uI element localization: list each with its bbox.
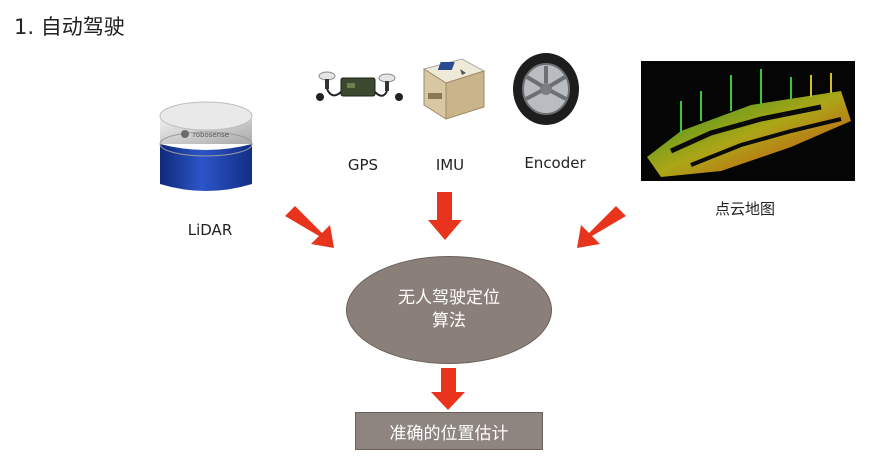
result-label: 准确的位置估计 [389,423,509,444]
gps-image [316,71,403,101]
arrow-algorithm-to-result [431,368,465,410]
lidar-image: robosense [159,101,253,191]
localization-algorithm-node: 无人驾驶定位 算法 [346,256,552,364]
page-title: 1. 自动驾驶 [14,15,125,39]
arrow-map-to-algorithm [577,206,626,248]
gps-label: GPS [347,156,379,174]
arrow-imu-to-algorithm [428,192,462,240]
lidar-brand-text: robosense [193,131,229,139]
imu-label: IMU [435,156,465,174]
pointcloud-map-image [641,61,855,181]
position-estimate-box: 准确的位置估计 [355,412,543,450]
pointcloud-map-label: 点云地图 [714,200,775,218]
encoder-label: Encoder [524,154,586,172]
algorithm-line2: 算法 [432,311,466,331]
lidar-label: LiDAR [187,221,233,239]
algorithm-line1: 无人驾驶定位 [398,288,500,308]
imu-image [422,58,486,120]
arrow-lidar-to-algorithm [285,206,334,248]
encoder-image [513,53,579,125]
